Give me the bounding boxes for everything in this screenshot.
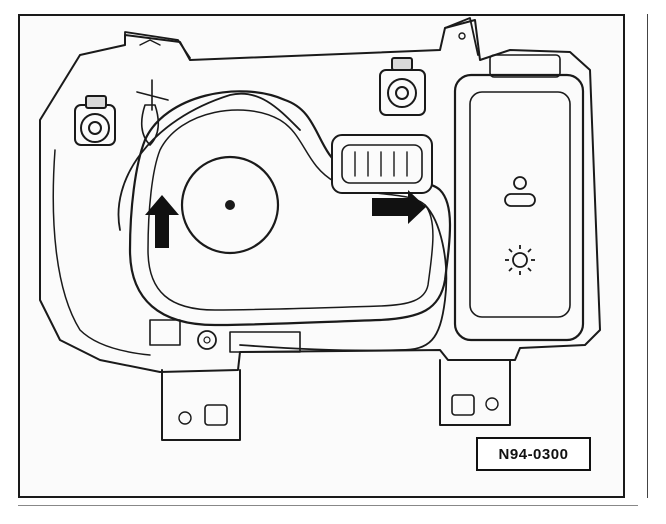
lower-bracket-left-slot [204, 404, 228, 426]
left-adjuster-core [88, 121, 102, 135]
lower-screw-center [203, 336, 211, 344]
figure-code-label: N94-0300 [476, 437, 591, 471]
right-adjuster-nut [387, 78, 417, 108]
lower-bracket-left-hole [178, 411, 192, 425]
lower-screw [197, 330, 217, 350]
lower-bracket-right-hole [485, 397, 499, 411]
page-bottom-rule [18, 505, 638, 506]
top-bracket-left [124, 31, 191, 59]
control-module-top [489, 54, 561, 78]
top-tab-hole [458, 32, 466, 40]
housing-inner-edge [52, 149, 151, 356]
lower-bracket-left [161, 369, 241, 441]
reflector-inner [147, 109, 434, 311]
parking-bulb [140, 104, 160, 146]
left-adjuster-nut [80, 113, 110, 143]
motor-housing [229, 331, 301, 353]
lower-bracket-right-slot [451, 394, 475, 416]
top-bracket-right [444, 17, 479, 56]
reflector-outer [128, 90, 452, 327]
left-adjuster-cap [85, 95, 107, 109]
right-adjuster-core [395, 86, 409, 100]
connector-plug [331, 134, 433, 194]
right-arrow-icon [372, 190, 426, 224]
right-adjuster-cap [391, 57, 413, 71]
lower-left-lug [149, 319, 181, 346]
wire-harness-loop [117, 92, 301, 231]
wire-harness-lower [239, 204, 448, 352]
sun-icon [505, 245, 535, 275]
parking-bulb-socket [136, 79, 169, 111]
connector-plug-inner [341, 144, 423, 184]
page-edge-rule [647, 14, 648, 498]
headlamp-bulb-center [225, 200, 235, 210]
connector-pins [354, 151, 408, 177]
top-bracket-slot [139, 39, 161, 46]
up-arrow-icon [145, 195, 179, 248]
control-module-inner [469, 91, 571, 318]
control-module-outer [453, 73, 585, 342]
person-icon [504, 176, 536, 207]
lower-bracket-right [439, 359, 511, 426]
